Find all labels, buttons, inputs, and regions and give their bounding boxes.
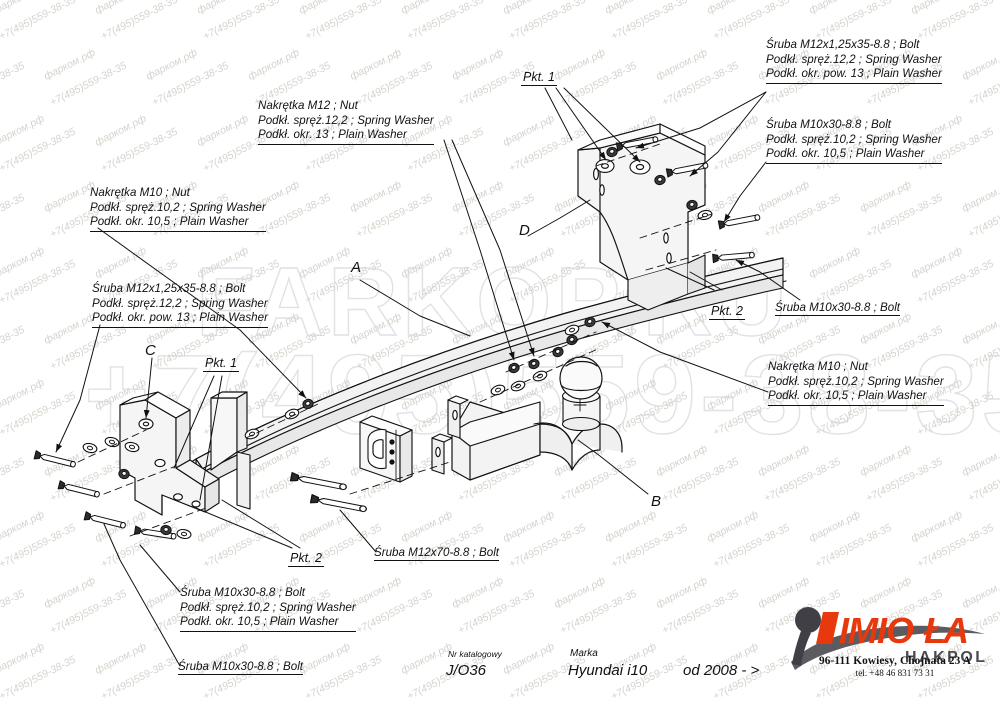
svg-text:IMIO: IMIO — [839, 610, 914, 651]
callout-left-2: Śruba M12x1,25x35-8.8 ; Bolt Podkł. sprę… — [92, 282, 268, 328]
callout-line: Podkł. spręż.12,2 ; Spring Washer — [766, 52, 942, 66]
catalog-label: Nr katalogowy — [448, 649, 502, 659]
callout-line: Śruba M12x1,25x35-8.8 ; Bolt — [92, 282, 246, 295]
svg-text:Ł: Ł — [923, 610, 946, 651]
callout-left-1: Nakrętka M10 ; Nut Podkł. spręż.10,2 ; S… — [90, 186, 266, 232]
callout-line: Podkł. okr. 10,5 ; Plain Washer — [766, 147, 925, 160]
callout-line: Podkł. spręż.10,2 ; Spring Washer — [90, 200, 266, 214]
callout-bottom-left: Śruba M10x30-8.8 ; Bolt Podkł. spręż.10,… — [180, 586, 356, 632]
company-phone: tel. +48 46 831 73 31 — [855, 668, 935, 678]
callout-top-center: Nakrętka M12 ; Nut Podkł. spręż.12,2 ; S… — [258, 99, 434, 145]
marker-a: A — [351, 259, 362, 276]
callout-line: Podkł. okr. pow. 13 ; Plain Washer — [766, 67, 942, 80]
catalog-value: J/O36 — [446, 662, 487, 679]
callout-right-mid: Nakrętka M10 ; Nut Podkł. spręż.10,2 ; S… — [768, 360, 944, 406]
callout-line: Nakrętka M10 ; Nut — [768, 360, 868, 373]
callout-line: Podkł. spręż.12,2 ; Spring Washer — [258, 113, 434, 127]
callout-line: Śruba M10x30-8.8 ; Bolt — [180, 586, 306, 599]
callout-top-right-1: Śruba M12x1,25x35-8.8 ; Bolt Podkł. sprę… — [766, 38, 942, 84]
callout-single-right: Śruba M10x30-8.8 ; Bolt — [775, 301, 901, 316]
marker-pkt1-left: Pkt. 1 — [203, 356, 239, 372]
brand-value: Hyundai i10 — [568, 662, 648, 679]
callout-single-bottom-center: Śruba M12x70-8.8 ; Bolt — [374, 546, 500, 561]
marker-b: B — [651, 493, 662, 510]
marker-pkt2-bottom: Pkt. 2 — [288, 551, 324, 567]
callout-top-right-2: Śruba M10x30-8.8 ; Bolt Podkł. spręż.10,… — [766, 118, 942, 164]
svg-text:A: A — [942, 610, 969, 651]
callout-line: Podkł. spręż.10,2 ; Spring Washer — [766, 132, 942, 146]
marker-d: D — [519, 222, 530, 239]
callout-line: Śruba M12x1,25x35-8.8 ; Bolt — [766, 38, 920, 51]
callout-line: Podkł. spręż.10,2 ; Spring Washer — [768, 374, 944, 388]
callout-single-bottom-left: Śruba M10x30-8.8 ; Bolt — [178, 660, 304, 675]
svg-text:HAKPOL: HAKPOL — [905, 649, 988, 666]
brand-label: Marka — [570, 648, 598, 659]
marker-pkt1-top: Pkt. 1 — [521, 70, 557, 86]
company-address-block: 96-111 Kowiesy, Chojnata 23 A tel. +48 4… — [795, 655, 995, 678]
company-address: 96-111 Kowiesy, Chojnata 23 A — [819, 655, 971, 667]
callout-line: Podkł. okr. pow. 13 ; Plain Washer — [92, 311, 268, 324]
callout-line: Nakrętka M12 ; Nut — [258, 99, 358, 112]
company-logo: IMIO Ł A HAKPOL — [791, 607, 988, 670]
callout-line: Podkł. spręż.10,2 ; Spring Washer — [180, 600, 356, 614]
callout-line: Podkł. okr. 10,5 ; Plain Washer — [768, 389, 927, 402]
marker-c: C — [145, 342, 156, 359]
marker-pkt2-right: Pkt. 2 — [709, 304, 745, 320]
callout-line: Nakrętka M10 ; Nut — [90, 186, 190, 199]
callout-line: Podkł. okr. 10,5 ; Plain Washer — [90, 215, 249, 228]
callout-line: Podkł. okr. 10,5 ; Plain Washer — [180, 615, 339, 628]
callout-line: Podkł. spręż.12,2 ; Spring Washer — [92, 296, 268, 310]
callout-line: Podkł. okr. 13 ; Plain Washer — [258, 128, 407, 141]
year-value: od 2008 - > — [683, 662, 760, 679]
callout-line: Śruba M10x30-8.8 ; Bolt — [766, 118, 892, 131]
